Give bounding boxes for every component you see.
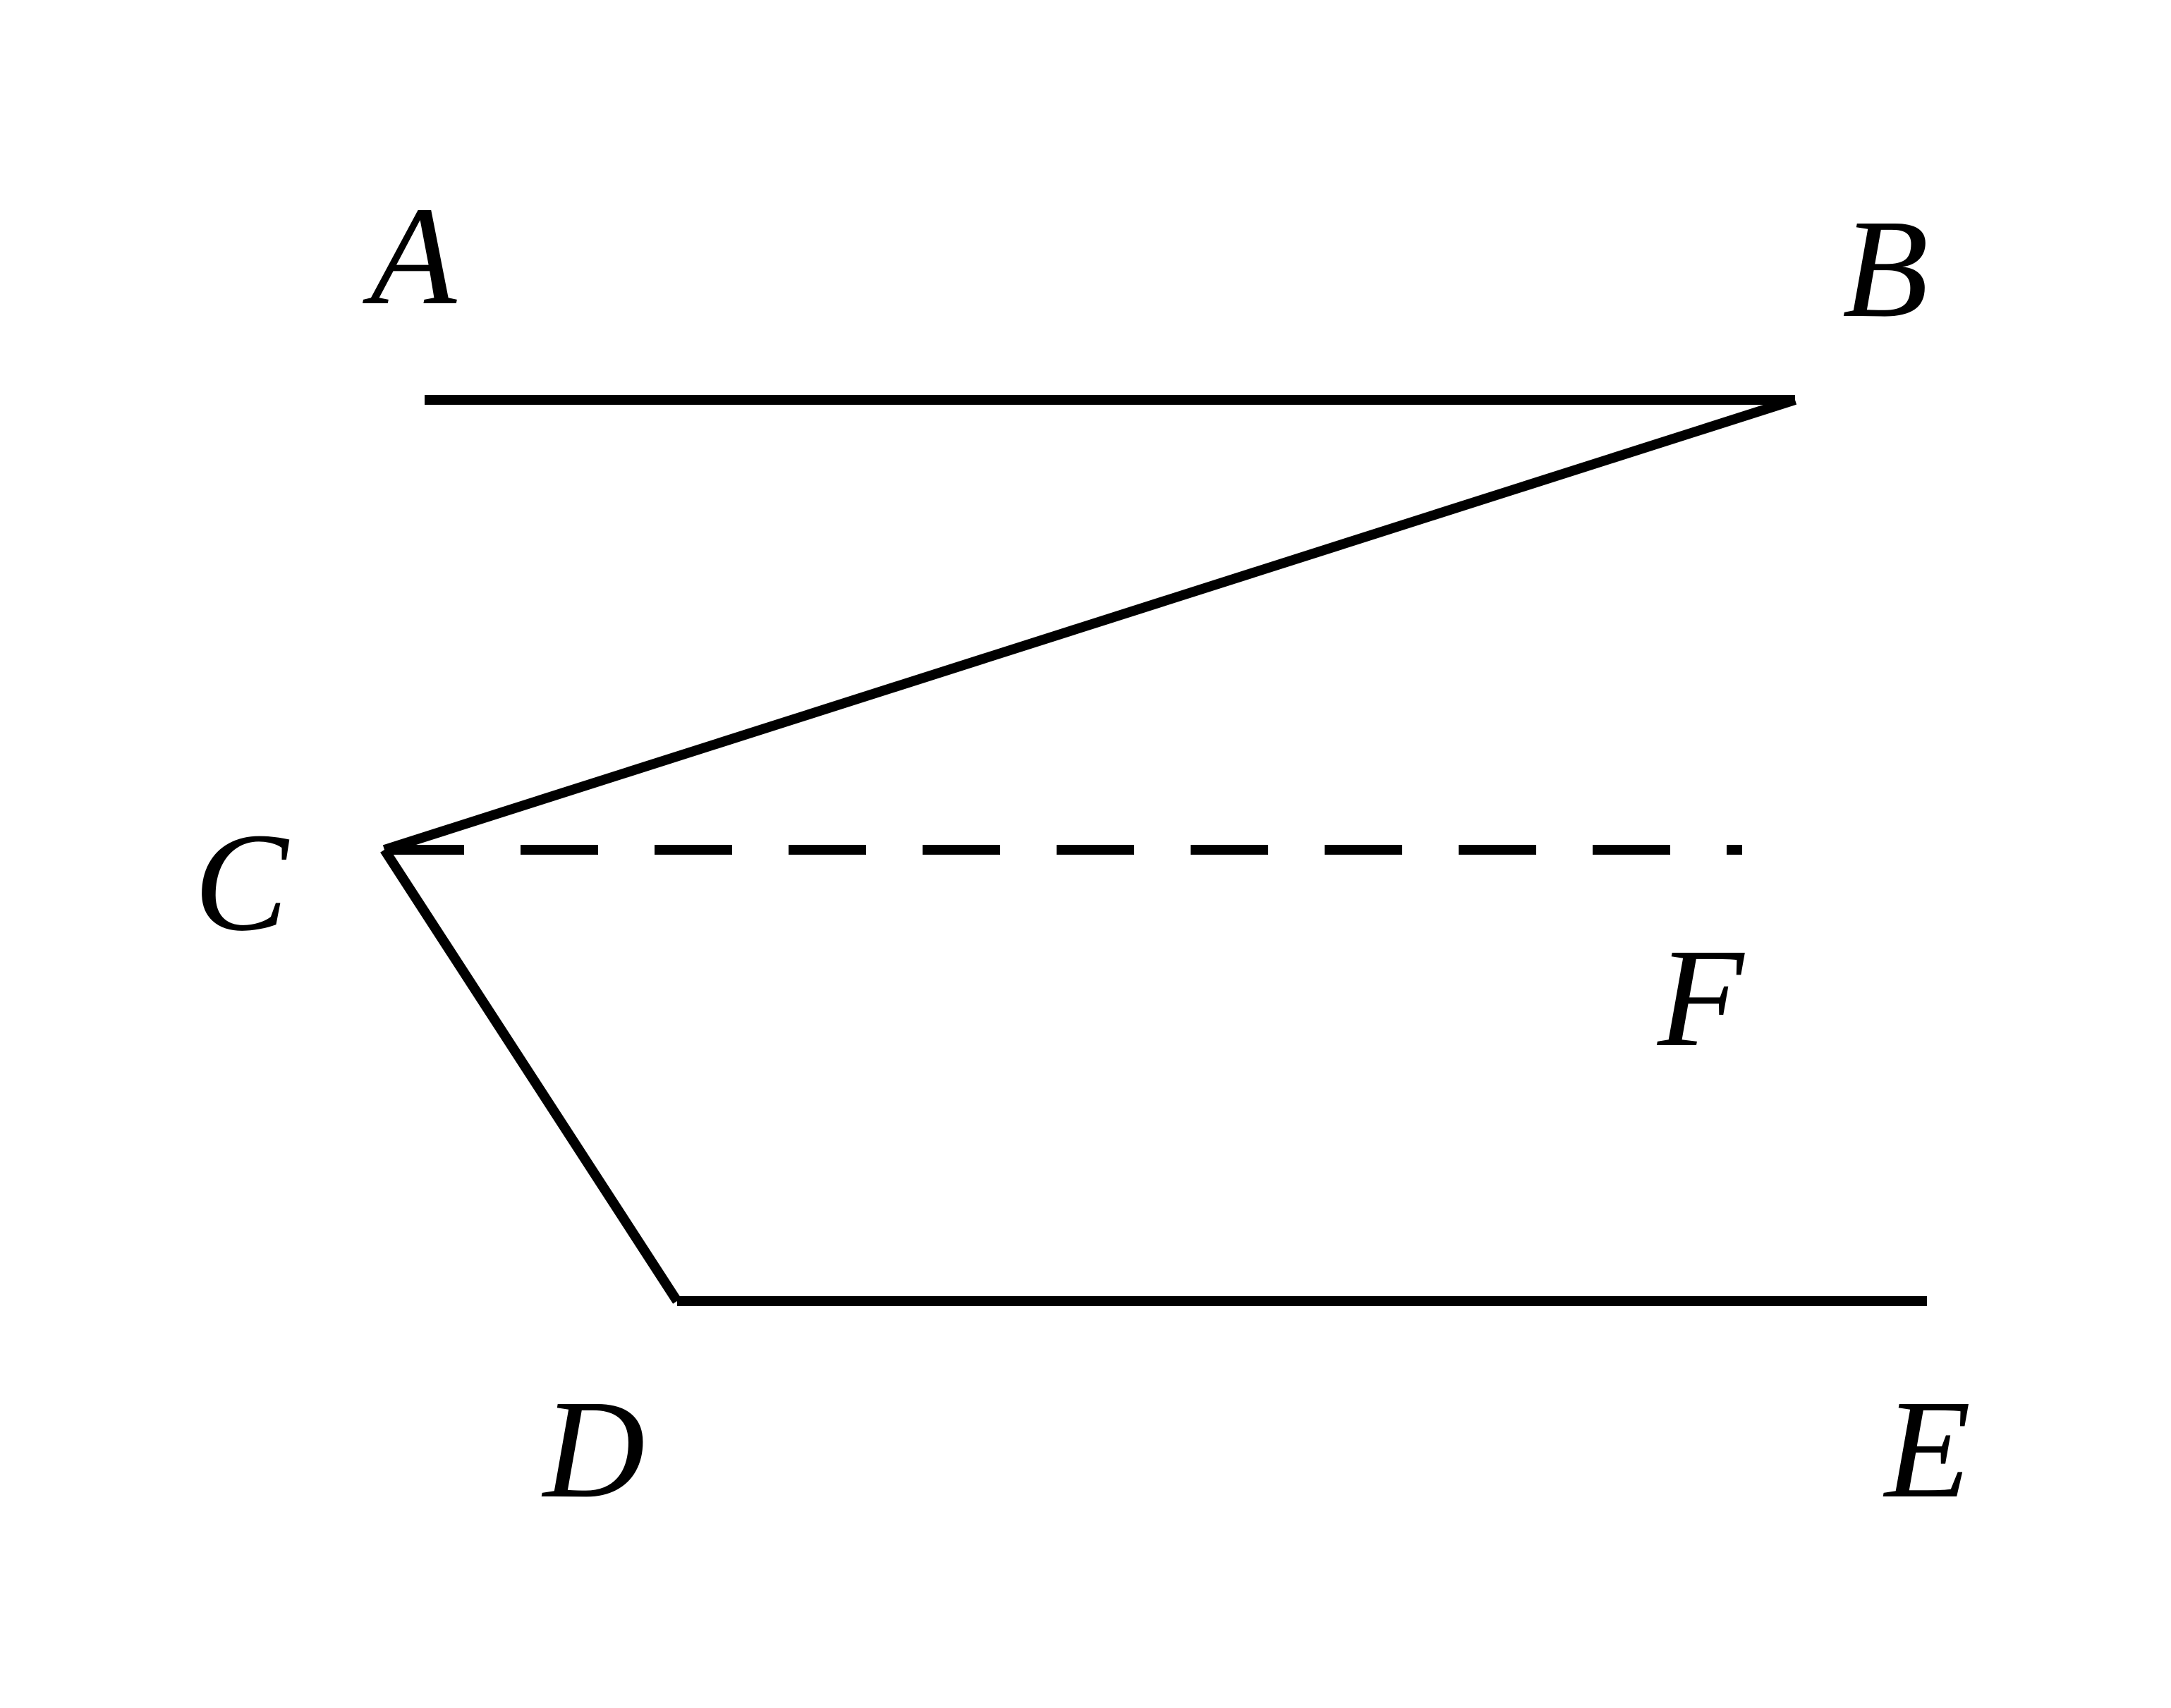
point-label-b: B — [1842, 191, 1928, 347]
segment-cd — [380, 847, 681, 1304]
point-label-f: F — [1656, 920, 1745, 1076]
point-label-d: D — [541, 1372, 645, 1527]
point-label-c: C — [194, 805, 290, 960]
segment-bc — [382, 395, 1797, 855]
point-label-e: E — [1883, 1372, 1971, 1527]
point-label-a: A — [363, 178, 457, 334]
